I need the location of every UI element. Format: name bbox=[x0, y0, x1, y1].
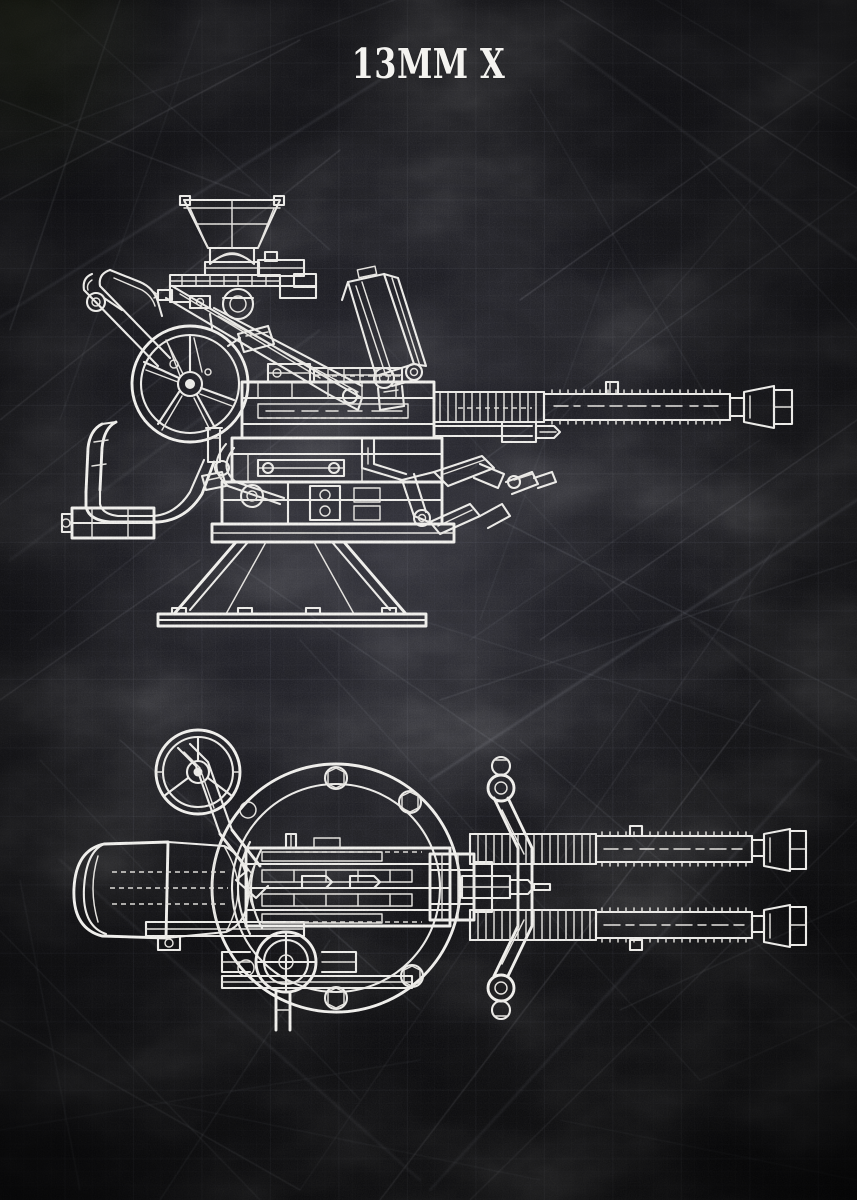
elevating-strut bbox=[82, 268, 172, 368]
magazine-pivot bbox=[372, 362, 424, 412]
gun-cradle bbox=[213, 436, 444, 506]
figure-lower-plan-view bbox=[50, 728, 810, 1040]
barrel-shroud bbox=[542, 380, 732, 425]
gunner-seat bbox=[60, 420, 216, 540]
muzzle-brake bbox=[728, 384, 794, 430]
magazine-armour-plate bbox=[340, 265, 428, 378]
ammunition-hopper bbox=[178, 194, 286, 250]
barrel-upper bbox=[468, 824, 808, 873]
support-post bbox=[204, 426, 224, 464]
trigger-linkage bbox=[360, 436, 558, 536]
receiver-plan bbox=[244, 832, 452, 928]
gas-tube bbox=[432, 420, 562, 444]
pedestal-cone bbox=[172, 540, 408, 616]
trunnion-arm bbox=[164, 284, 364, 412]
barrel-cooling-jacket bbox=[432, 390, 546, 424]
figure-upper-side-elevation bbox=[60, 186, 802, 646]
poster-title: 13MM X bbox=[351, 40, 506, 88]
feed-throat bbox=[203, 246, 261, 277]
baseplate bbox=[156, 606, 428, 628]
receiver-body bbox=[240, 362, 436, 440]
pedestal-collar bbox=[210, 522, 456, 544]
traverse-handwheel bbox=[154, 728, 242, 836]
diagonal-brace bbox=[208, 306, 364, 393]
poster-title-container: 13MM X bbox=[0, 44, 857, 85]
rear-drum bbox=[72, 840, 250, 940]
